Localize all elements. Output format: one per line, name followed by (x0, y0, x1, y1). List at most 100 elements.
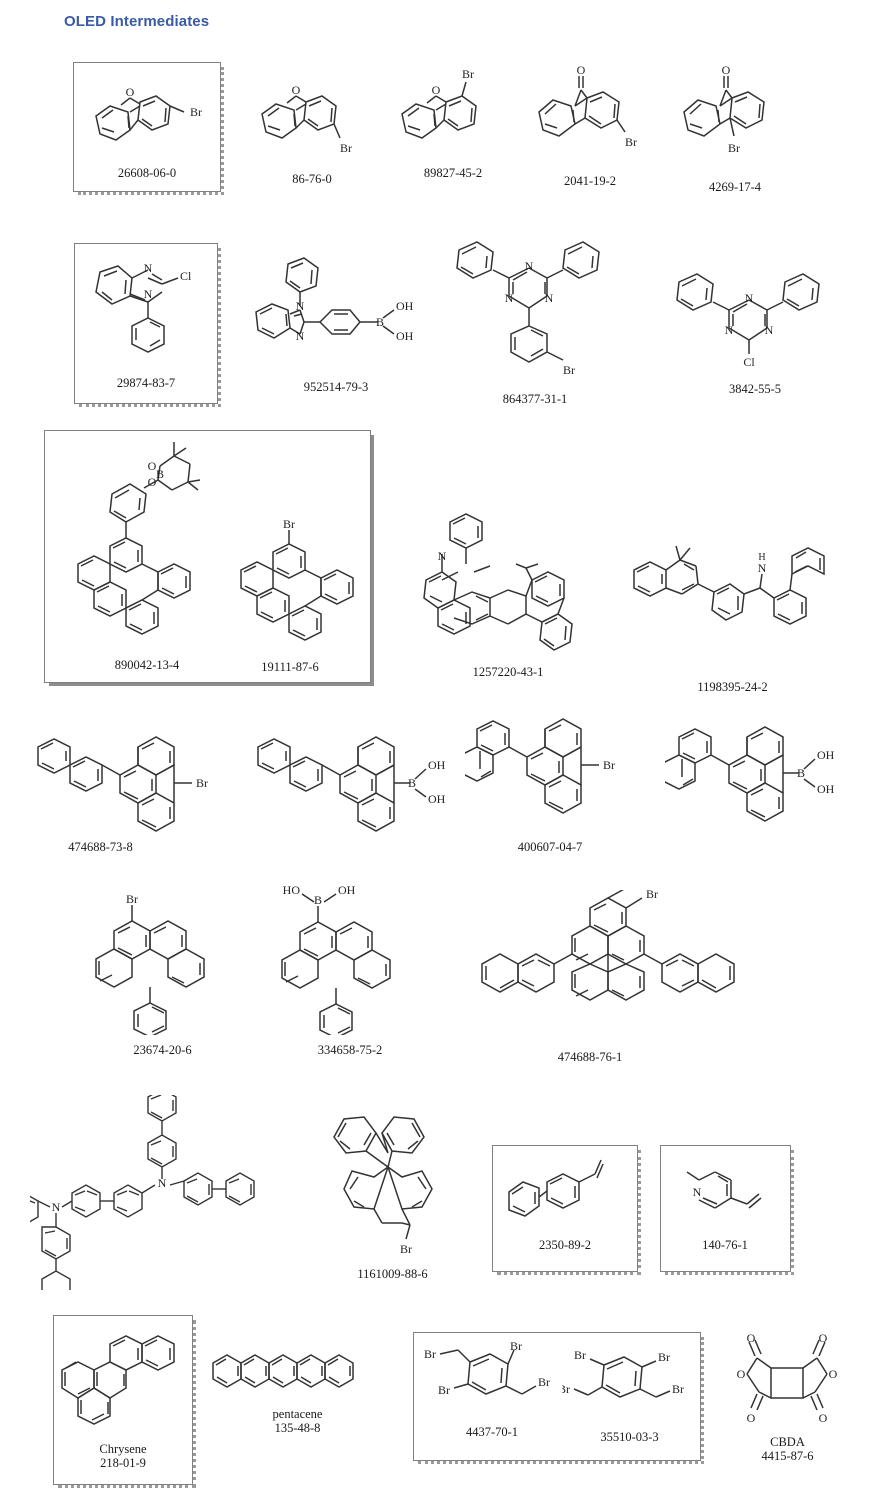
structure-35510-03-3[interactable]: Br Br Br Br 35510-03-3 (562, 1345, 697, 1460)
svg-text:Br: Br (190, 105, 202, 119)
svg-text:N: N (525, 259, 534, 273)
structure-tetrabiphenylyl-benzidine[interactable]: N N (30, 1095, 320, 1295)
cas-label: 4437-70-1 (465, 1425, 519, 1439)
svg-text:Br: Br (562, 1382, 570, 1396)
cas-label: 86-76-0 (292, 172, 332, 186)
svg-text:B: B (156, 467, 164, 481)
structure-864377-31-1[interactable]: N N N Br 864377-31-1 (435, 232, 635, 406)
svg-text:Br: Br (646, 890, 658, 901)
cas-label: 3842-55-5 (728, 382, 782, 396)
cas-label: Chrysene 218-01-9 (99, 1442, 147, 1470)
structure-29874-83-7[interactable]: N N Cl 29874-83-7 (78, 250, 214, 398)
structure-890042-13-4[interactable]: O O B 890042-13-4 (52, 436, 242, 676)
svg-text:O: O (292, 83, 301, 97)
cas-label: pentacene 135-48-8 (272, 1407, 323, 1435)
svg-text:O: O (819, 1411, 828, 1425)
structure-1198395-24-2[interactable]: N H 1198395-24-2 (620, 528, 845, 698)
structure-474688-76-1[interactable]: Br 474688-76-1 (470, 890, 750, 1064)
svg-text:Br: Br (126, 892, 138, 906)
cas-label: 4269-17-4 (708, 180, 762, 194)
structure-chrysene[interactable]: Chrysene 218-01-9 (58, 1330, 188, 1480)
cas-label: 474688-73-8 (68, 840, 133, 854)
svg-text:N: N (296, 329, 305, 343)
structure-2350-89-2[interactable]: 2350-89-2 (497, 1150, 633, 1268)
svg-text:H: H (758, 552, 765, 563)
structure-86-76-0[interactable]: O Br 86-76-0 (252, 72, 372, 187)
svg-text:N: N (765, 323, 774, 337)
svg-text:O: O (126, 85, 135, 99)
structure-1257220-43-1[interactable]: N 1257220-43-1 (408, 510, 608, 679)
cas-label: 864377-31-1 (502, 392, 568, 406)
svg-text:O: O (148, 459, 157, 473)
cas-label: 334658-75-2 (317, 1043, 383, 1057)
cas-label: 1161009-88-6 (357, 1267, 428, 1281)
structure-4269-17-4[interactable]: O Br 4269-17-4 (670, 62, 800, 200)
structure-2041-19-2[interactable]: O Br 2041-19-2 (525, 62, 655, 192)
svg-text:N: N (296, 299, 305, 313)
cas-label: 474688-76-1 (557, 1050, 623, 1064)
svg-text:N: N (144, 287, 153, 301)
svg-text:O: O (722, 63, 731, 77)
structure-952514-79-3[interactable]: N N B OH OH 952514-79-3 (238, 252, 434, 402)
cas-label: 890042-13-4 (114, 658, 180, 672)
structure-334658-75-2[interactable]: B HO OH 334658-75-2 (270, 880, 430, 1060)
svg-text:N: N (725, 323, 734, 337)
structure-naphthyl-anthracene-boronic-acid-2[interactable]: B OH OH (665, 715, 865, 870)
structure-cbda[interactable]: O O O O O O CBDA 4415-87-6 (725, 1330, 850, 1475)
svg-text:Br: Br (283, 520, 295, 531)
svg-text:Br: Br (340, 141, 352, 155)
svg-text:N: N (144, 261, 153, 275)
svg-text:OH: OH (396, 299, 414, 313)
structure-140-76-1[interactable]: N 140-76-1 (665, 1150, 785, 1268)
svg-text:N: N (545, 291, 554, 305)
cas-label: 1198395-24-2 (697, 680, 768, 694)
svg-text:Br: Br (625, 135, 637, 149)
svg-text:OH: OH (396, 329, 414, 343)
cas-label: 2350-89-2 (538, 1238, 592, 1252)
svg-text:Br: Br (424, 1347, 436, 1361)
svg-text:N: N (52, 1200, 61, 1214)
page-title: OLED Intermediates (64, 13, 210, 30)
structure-19111-87-6[interactable]: Br 19111-87-6 (215, 520, 365, 678)
svg-text:O: O (148, 475, 157, 489)
svg-text:OH: OH (817, 748, 835, 762)
svg-text:OH: OH (338, 883, 356, 897)
svg-text:Br: Br (538, 1375, 550, 1389)
cas-label: 2041-19-2 (563, 174, 617, 188)
svg-text:OH: OH (428, 758, 446, 772)
svg-text:HO: HO (283, 883, 301, 897)
svg-text:OH: OH (817, 782, 835, 796)
svg-text:Cl: Cl (743, 355, 755, 369)
structure-naphthyl-anthracene-boronic-acid-1[interactable]: B OH OH (248, 705, 453, 860)
structure-3842-55-5[interactable]: N N N Cl 3842-55-5 (655, 258, 855, 398)
structure-pentacene[interactable]: pentacene 135-48-8 (205, 1345, 390, 1450)
svg-text:O: O (829, 1367, 838, 1381)
svg-text:N: N (693, 1185, 702, 1199)
structure-4437-70-1[interactable]: Br Br Br Br 4437-70-1 (422, 1340, 562, 1455)
cas-label: CBDA 4415-87-6 (761, 1435, 814, 1463)
structure-26608-06-0[interactable]: O Br 26608-06-0 (78, 68, 216, 186)
cas-label: 35510-03-3 (600, 1430, 659, 1444)
svg-text:O: O (432, 83, 441, 97)
svg-text:Br: Br (728, 141, 740, 155)
svg-text:N: N (505, 291, 514, 305)
svg-text:B: B (408, 776, 416, 790)
svg-text:O: O (737, 1367, 746, 1381)
svg-text:Br: Br (658, 1350, 670, 1364)
structure-1161009-88-6[interactable]: Br 1161009-88-6 (310, 1105, 475, 1285)
svg-text:Br: Br (574, 1348, 586, 1362)
structure-89827-45-2[interactable]: O Br 89827-45-2 (392, 62, 514, 182)
svg-text:N: N (758, 561, 767, 575)
svg-text:Br: Br (672, 1382, 684, 1396)
svg-text:Br: Br (510, 1340, 522, 1353)
svg-text:B: B (314, 893, 322, 907)
svg-text:N: N (745, 291, 754, 305)
svg-text:Cl: Cl (180, 269, 192, 283)
svg-text:Br: Br (603, 758, 615, 772)
svg-text:OH: OH (428, 792, 446, 806)
structure-474688-73-8[interactable]: Br 474688-73-8 (28, 705, 223, 860)
structure-400607-04-7[interactable]: Br 400607-04-7 (465, 705, 655, 860)
cas-label: 140-76-1 (702, 1238, 748, 1252)
structure-23674-20-6[interactable]: Br 23674-20-6 (90, 885, 235, 1060)
svg-text:Br: Br (196, 776, 208, 790)
